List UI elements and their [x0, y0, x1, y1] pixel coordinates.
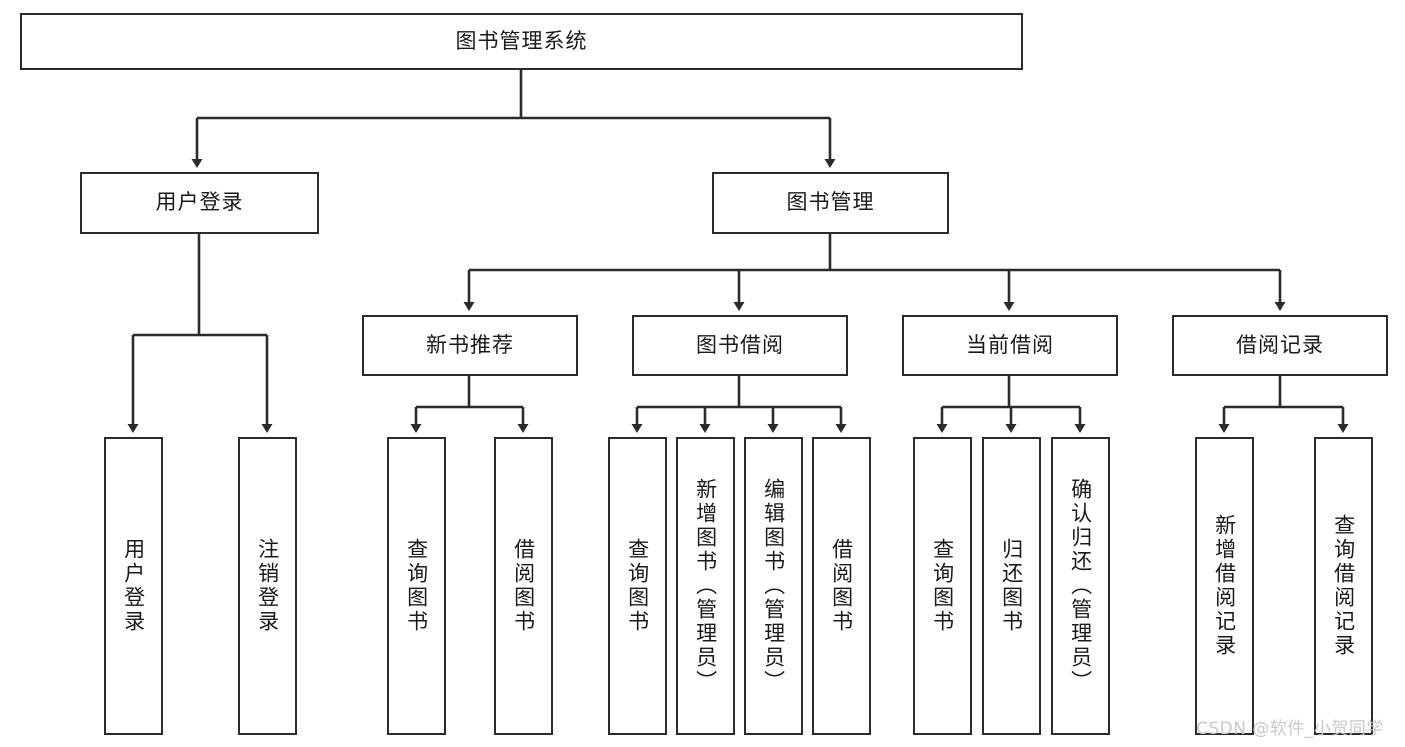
leaf-borrow-query-book[interactable]: 查询图书 — [608, 437, 667, 735]
leaf-new-book-borrow-label: 借阅图书 — [511, 538, 536, 634]
leaf-current-confirm-return[interactable]: 确认归还（管理员） — [1051, 437, 1110, 735]
node-root-label: 图书管理系统 — [455, 28, 588, 53]
leaf-record-add-label: 新增借阅记录 — [1212, 514, 1237, 658]
node-root[interactable]: 图书管理系统 — [20, 13, 1023, 70]
leaf-borrow-add-book[interactable]: 新增图书（管理员） — [676, 437, 735, 735]
node-new-book-recommend-label: 新书推荐 — [426, 332, 514, 357]
leaf-borrow-edit-book[interactable]: 编辑图书（管理员） — [744, 437, 803, 735]
leaf-user-logout-label: 注销登录 — [255, 538, 280, 634]
leaf-record-add[interactable]: 新增借阅记录 — [1195, 437, 1254, 735]
node-book-manage[interactable]: 图书管理 — [712, 172, 949, 234]
node-book-borrow[interactable]: 图书借阅 — [632, 315, 848, 376]
node-current-borrow-label: 当前借阅 — [966, 332, 1054, 357]
node-user-login[interactable]: 用户登录 — [80, 172, 319, 234]
leaf-current-query-book[interactable]: 查询图书 — [913, 437, 972, 735]
leaf-current-return-book-label: 归还图书 — [999, 538, 1024, 634]
leaf-borrow-query-book-label: 查询图书 — [625, 538, 650, 634]
node-current-borrow[interactable]: 当前借阅 — [902, 315, 1118, 376]
leaf-borrow-add-book-label: 新增图书（管理员） — [693, 478, 718, 694]
leaf-borrow-borrow-book-label: 借阅图书 — [829, 538, 854, 634]
leaf-borrow-edit-book-label: 编辑图书（管理员） — [761, 478, 786, 694]
leaf-user-login-label: 用户登录 — [121, 538, 146, 634]
leaf-current-confirm-return-label: 确认归还（管理员） — [1068, 478, 1093, 694]
leaf-current-return-book[interactable]: 归还图书 — [982, 437, 1041, 735]
node-new-book-recommend[interactable]: 新书推荐 — [362, 315, 578, 376]
csdn-watermark: CSDN @软件_小贺同学 — [1196, 719, 1384, 739]
leaf-new-book-query-label: 查询图书 — [404, 538, 429, 634]
node-borrow-record-label: 借阅记录 — [1236, 332, 1324, 357]
node-user-login-label: 用户登录 — [155, 190, 244, 215]
leaf-borrow-borrow-book[interactable]: 借阅图书 — [812, 437, 871, 735]
leaf-new-book-query[interactable]: 查询图书 — [387, 437, 446, 735]
node-book-manage-label: 图书管理 — [786, 190, 875, 215]
leaf-record-query-label: 查询借阅记录 — [1331, 514, 1356, 658]
leaf-user-logout[interactable]: 注销登录 — [238, 437, 297, 735]
node-book-borrow-label: 图书借阅 — [696, 332, 784, 357]
leaf-record-query[interactable]: 查询借阅记录 — [1314, 437, 1373, 735]
node-borrow-record[interactable]: 借阅记录 — [1172, 315, 1388, 376]
leaf-current-query-book-label: 查询图书 — [930, 538, 955, 634]
leaf-user-login[interactable]: 用户登录 — [104, 437, 163, 735]
leaf-new-book-borrow[interactable]: 借阅图书 — [494, 437, 553, 735]
